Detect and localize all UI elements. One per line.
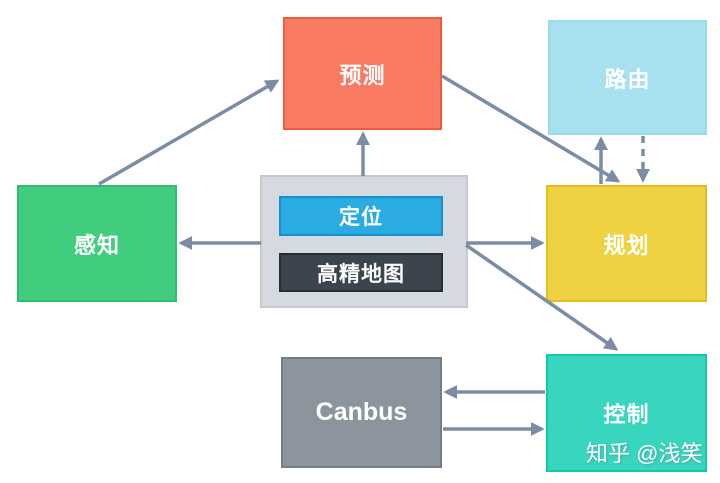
node-control: 控制 xyxy=(546,354,707,472)
node-control-label: 控制 xyxy=(603,402,650,427)
node-perception-label: 感知 xyxy=(73,232,120,258)
node-perception: 感知 xyxy=(17,185,177,302)
node-canbus: Canbus xyxy=(281,357,442,468)
node-planning: 规划 xyxy=(546,185,707,302)
node-localization: 定位 xyxy=(279,196,443,236)
map-module-container: 定位 高精地图 xyxy=(260,175,468,308)
node-hd-map-label: 高精地图 xyxy=(317,262,405,286)
node-routing: 路由 xyxy=(548,20,707,135)
node-prediction-label: 预测 xyxy=(339,62,386,88)
node-localization-label: 定位 xyxy=(339,206,383,229)
node-planning-label: 规划 xyxy=(603,232,650,258)
node-routing-label: 路由 xyxy=(604,66,651,92)
watermark: 知乎 @浅笑 xyxy=(586,441,703,466)
node-prediction: 预测 xyxy=(283,17,442,130)
edge-perception-to-prediction xyxy=(98,79,280,186)
node-hd-map: 高精地图 xyxy=(279,253,443,292)
node-canbus-label: Canbus xyxy=(315,398,408,426)
